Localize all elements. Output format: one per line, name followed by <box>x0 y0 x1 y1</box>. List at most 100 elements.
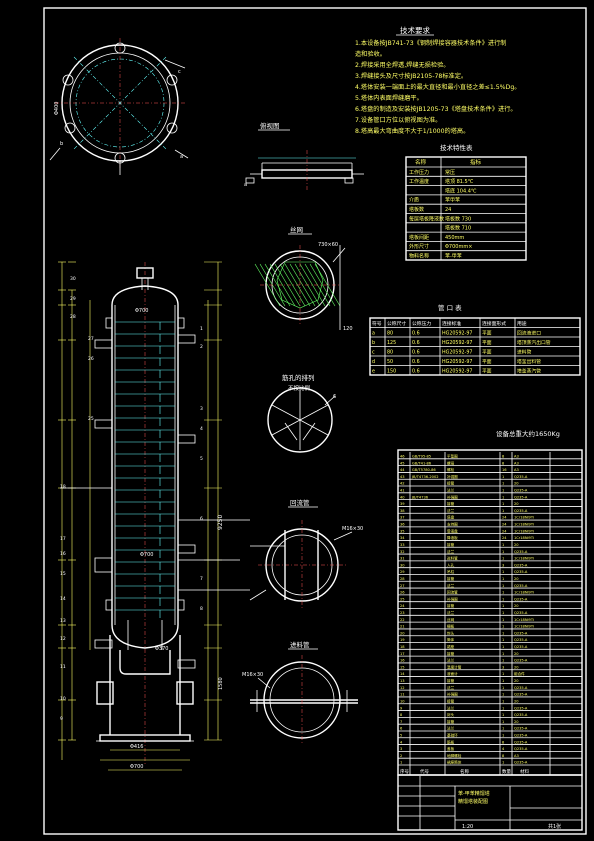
parts-cell: 温度计管 <box>447 664 462 669</box>
parts-cell: 筋板 <box>447 739 455 744</box>
parts-cell: 1 <box>502 645 504 649</box>
parts-cell: 裙座筒体 <box>447 760 462 765</box>
parts-cell: 1Cr18Ni9Ti <box>514 591 534 595</box>
parts-cell: 32 <box>400 550 405 554</box>
tech-req-item: 2.焊接采用全焊透,焊缝无损检验。 <box>355 61 450 69</box>
parts-cell: 8 <box>502 740 505 744</box>
parts-cell: 20 <box>400 631 405 635</box>
parts-cell: Q235-A <box>514 761 528 765</box>
parts-cell: A3 <box>514 468 519 472</box>
parts-cell: 1Cr18Ni9Ti <box>514 618 534 622</box>
parts-cell: 36 <box>400 523 405 527</box>
parts-cell: 1Cr18Ni9Ti <box>514 529 534 533</box>
parts-cell: 3 <box>400 747 402 751</box>
parts-cell: 14 <box>400 672 405 676</box>
parts-cell: 15 <box>400 665 405 669</box>
parts-cell: 接管 <box>447 481 455 486</box>
nozzle-cell: 进料管 <box>517 349 532 356</box>
char-row-value: 24 <box>445 207 451 213</box>
nozzle-header-cell: 用途 <box>517 320 527 327</box>
parts-cell: 2 <box>400 754 402 758</box>
nozzle-cell: c <box>372 351 375 356</box>
nozzle-cell: 平面 <box>482 350 492 356</box>
callout-number: 12 <box>60 636 66 642</box>
parts-cell: 液面计 <box>447 671 458 676</box>
tech-req-item: 3.焊缝接头及尺寸按JB2105-78标准定。 <box>355 72 467 80</box>
return-pipe-label: 回流管 <box>290 498 310 507</box>
parts-cell: 3 <box>502 665 504 669</box>
inlet-pipe-detail: 进料管 M16×30 <box>242 640 358 745</box>
title-scale: 1:20 <box>462 824 473 830</box>
parts-cell: 补强圈 <box>447 474 458 479</box>
parts-cell: Q235-A <box>514 631 528 635</box>
char-header-value: 指标 <box>470 158 482 166</box>
parts-cell: 1 <box>502 618 504 622</box>
parts-cell: 1 <box>502 686 504 690</box>
parts-cell: 栅板 <box>447 624 455 629</box>
parts-cell: 20 <box>514 699 519 703</box>
parts-cell: 封头 <box>447 712 455 717</box>
parts-cell: Q235-A <box>514 611 528 615</box>
parts-cell: 1 <box>502 652 504 656</box>
parts-cell: GB/T95-85 <box>412 455 431 459</box>
callout-number: 2 <box>200 344 203 350</box>
nozzle-cell: 塔釜蒸汽管 <box>517 368 541 375</box>
parts-cell: 20 <box>514 720 519 724</box>
parts-cell: Q235-A <box>514 706 528 710</box>
parts-cell: 1 <box>502 659 504 663</box>
parts-cell: 1 <box>502 591 504 595</box>
char-row-name: 外形尺寸 <box>409 243 429 250</box>
parts-cell: 平垫圈 <box>447 454 458 459</box>
parts-header-cell: 数量 <box>502 768 511 775</box>
parts-header-cell: 代号 <box>420 768 429 775</box>
parts-cell: 18 <box>400 645 405 649</box>
parts-cell: 丝网 <box>447 617 455 622</box>
parts-cell: 20 <box>514 665 519 669</box>
parts-cell: 支持圈 <box>447 522 458 527</box>
parts-cell: 1 <box>502 720 504 724</box>
parts-cell: 41 <box>400 489 405 493</box>
parts-cell: 30 <box>400 563 405 567</box>
parts-cell: 1 <box>502 502 504 506</box>
parts-cell: 筒体 <box>447 637 455 642</box>
tech-requirements-title: 技术要求 <box>400 25 430 35</box>
nozzle-cell: 塔顶蒸汽出口管 <box>517 339 551 346</box>
callout-number: 15 <box>60 571 66 577</box>
parts-cell: GB/T41-86 <box>412 461 432 465</box>
parts-cell: 地脚螺栓 <box>447 753 462 758</box>
parts-cell: A3 <box>514 461 519 465</box>
callout-number: 10 <box>60 696 66 702</box>
parts-cell: 24 <box>502 516 507 520</box>
parts-cell: 1Cr18Ni9Ti <box>514 516 534 520</box>
nozzle-cell: 125 <box>387 340 396 346</box>
parts-cell: 1 <box>502 727 504 731</box>
parts-cell: 人孔 <box>447 562 455 567</box>
tech-requirements: 技术要求 1.本设备按JB741-73《钢制焊接容器技术条件》进行制 造和验收。… <box>355 25 520 135</box>
parts-cell: 补强圈 <box>447 494 458 499</box>
parts-cell: 31 <box>400 557 405 561</box>
parts-cell: 1 <box>502 577 504 581</box>
title-block: 苯-甲苯精馏塔 精馏塔装配图 1:20 共1张 <box>397 774 583 831</box>
tech-req-item: 1.本设备按JB741-73《钢制焊接容器技术条件》进行制 <box>355 39 506 47</box>
total-weight: 设备总重大约1650Kg <box>496 429 560 438</box>
char-row-name: 塔板间距 <box>409 234 429 241</box>
char-row-value: 苯-甲苯 <box>445 253 462 260</box>
parts-cell: 法兰 <box>447 488 455 493</box>
parts-cell: Q235-A <box>514 747 528 751</box>
parts-cell: 法兰 <box>447 610 455 615</box>
parts-cell: 23 <box>400 611 405 615</box>
parts-cell: 降液板 <box>447 535 458 540</box>
char-row-name: 物料名称 <box>409 253 429 260</box>
parts-cell: 封头 <box>447 630 455 635</box>
parts-cell: 1 <box>502 475 504 479</box>
parts-cell: 45 <box>400 461 405 465</box>
callout-number: 25 <box>88 416 94 422</box>
shell-height-label: 9250 <box>217 515 224 530</box>
nozzle-cell: 塔釜出料管 <box>517 358 541 365</box>
char-row-value: 塔底 104.4℃ <box>445 187 477 194</box>
callout-number: 18 <box>60 484 66 490</box>
parts-cell: 44 <box>400 468 405 472</box>
parts-cell: 1 <box>502 550 504 554</box>
parts-cell: Q235-A <box>514 693 528 697</box>
parts-cell: 13 <box>400 679 405 683</box>
